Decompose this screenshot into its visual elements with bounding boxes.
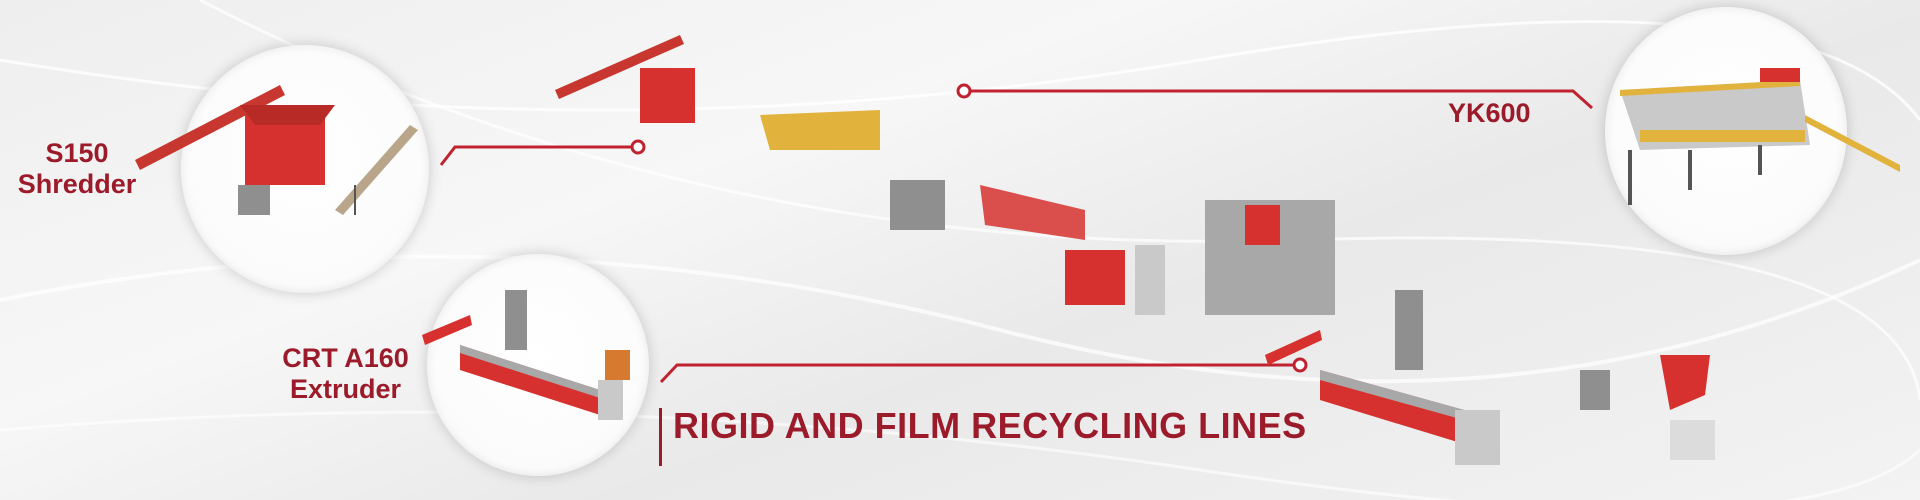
washer-machine	[1620, 68, 1900, 205]
washer-label: YK600	[1448, 98, 1531, 129]
washer-model: YK600	[1448, 98, 1531, 128]
shredder-machine	[135, 85, 418, 215]
recycling-line-machines	[555, 35, 1715, 465]
shredder-connector	[439, 139, 646, 166]
extruder-machine	[422, 290, 630, 420]
shredder-label: S150 Shredder	[6, 138, 148, 200]
washer-connector	[956, 83, 1594, 110]
extruder-model: CRT A160	[282, 343, 409, 373]
extruder-label: CRT A160 Extruder	[278, 343, 413, 405]
extruder-type: Extruder	[289, 374, 402, 405]
extruder-connector	[659, 357, 1308, 384]
shredder-type: Shredder	[17, 169, 137, 200]
title-accent-bar	[659, 408, 662, 466]
page-title: RIGID AND FILM RECYCLING LINES	[673, 405, 1307, 446]
shredder-model: S150	[45, 138, 109, 168]
